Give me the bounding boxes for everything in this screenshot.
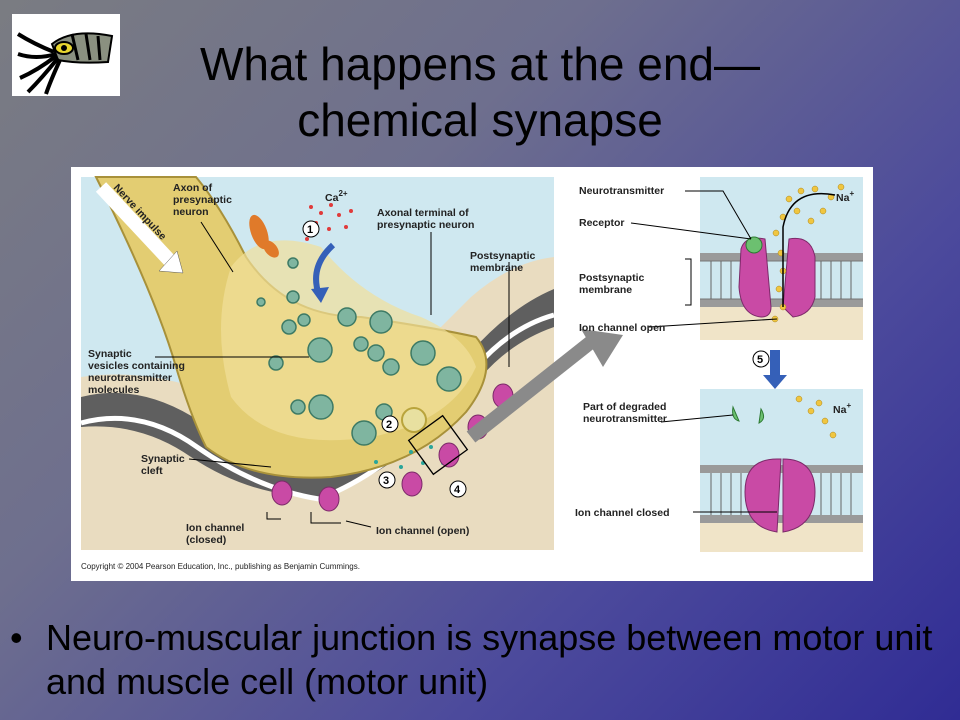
mitochondrion-2: [263, 240, 279, 258]
step-5: 5: [757, 354, 763, 366]
sodium-ions-bottom: [795, 395, 837, 439]
step-2: 2: [386, 419, 392, 431]
vesicles-label-1: Synaptic: [88, 348, 132, 360]
ion-open-label: Ion channel (open): [376, 525, 469, 537]
mitochondrion: [249, 214, 269, 250]
postsynaptic-membrane-gray: [81, 289, 554, 497]
squid-logo: [12, 14, 120, 96]
na-label-bottom: Na+: [833, 401, 851, 416]
vesicles-label-3: neurotransmitter: [88, 372, 172, 384]
postsynaptic-cell: [81, 257, 554, 550]
axon-label-2: presynaptic: [173, 194, 232, 206]
fusing-vesicle: [401, 407, 427, 433]
sodium-flow-arrow: [782, 193, 836, 307]
step-1: 1: [307, 224, 313, 236]
open-channel-right: [782, 237, 816, 318]
postsyn-label-1: Postsynaptic: [470, 250, 536, 262]
r-channel-open-label: Ion channel open: [579, 322, 665, 334]
calcium-label: Ca2+: [325, 189, 348, 204]
step-3: 3: [383, 475, 389, 487]
vesicles-label-2: vesicles containing: [88, 360, 185, 372]
synapse-diagram: Nerve impulse Axon of presynaptic neuron…: [80, 176, 863, 571]
closed-channel-left: [744, 458, 782, 533]
terminal-highlight: [221, 240, 476, 441]
r-postsyn-label-2: membrane: [579, 284, 632, 296]
closed-channel-right: [782, 458, 816, 533]
bullet-item: • Neuro-muscular junction is synapse bet…: [10, 616, 950, 704]
r-degraded-label-2: neurotransmitter: [583, 413, 667, 425]
squid-icon: [16, 32, 114, 95]
degraded-fragment-1: [732, 405, 740, 422]
cleft-label-1: Synaptic: [141, 453, 185, 465]
title-line-2: chemical synapse: [297, 94, 663, 146]
synaptic-vesicles: [256, 257, 462, 446]
vesicles-label-4: molecules: [88, 384, 140, 396]
degraded-fragment-2: [758, 407, 765, 424]
bound-neurotransmitter: [745, 236, 763, 254]
r-postsyn-label-1: Postsynaptic: [579, 272, 645, 284]
r-channel-closed-label: Ion channel closed: [575, 507, 670, 519]
membrane-top: [700, 253, 863, 307]
na-label-top: Na+: [836, 189, 854, 204]
terminal-label-2: presynaptic neuron: [377, 219, 474, 231]
axon-label-1: Axon of: [173, 182, 213, 194]
bullet-dot-icon: •: [10, 617, 23, 658]
right-leader-lines: [630, 190, 778, 513]
r-receptor-label: Receptor: [579, 217, 625, 229]
bullet-text: Neuro-muscular junction is synapse betwe…: [46, 617, 933, 702]
synapse-figure: Nerve impulse Axon of presynaptic neuron…: [71, 167, 873, 581]
postsyn-label-2: membrane: [470, 262, 523, 274]
r-neurotransmitter-label: Neurotransmitter: [579, 185, 664, 197]
ion-closed-label-1: Ion channel: [186, 522, 244, 534]
terminal-label-1: Axonal terminal of: [377, 207, 469, 219]
bullet-list: • Neuro-muscular junction is synapse bet…: [10, 616, 950, 704]
leader-lines: [155, 221, 510, 528]
ion-closed-label-2: (closed): [186, 534, 226, 546]
slide-title: What happens at the end— chemical synaps…: [120, 36, 840, 148]
copyright-text: Copyright © 2004 Pearson Education, Inc.…: [81, 562, 360, 571]
title-line-1: What happens at the end—: [199, 38, 761, 90]
step-markers: 1 2 3 4 5: [302, 220, 770, 498]
zoom-arrow: [466, 336, 596, 443]
axon-label-3: neuron: [173, 206, 209, 218]
zoom-box: [407, 414, 469, 476]
cleft-label-2: cleft: [141, 465, 163, 477]
step-4: 4: [454, 484, 461, 496]
nerve-impulse-arrow: [95, 182, 177, 267]
r-degraded-label-1: Part of degraded: [583, 401, 666, 413]
